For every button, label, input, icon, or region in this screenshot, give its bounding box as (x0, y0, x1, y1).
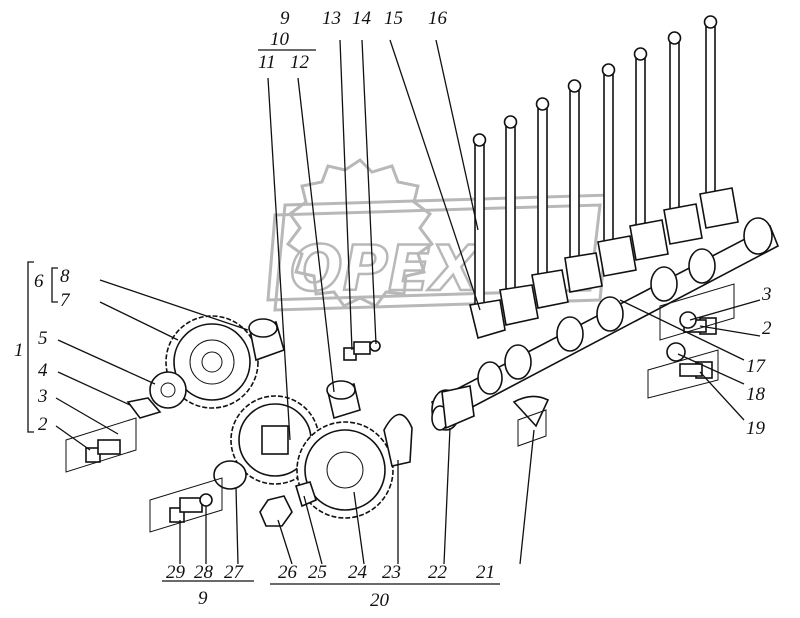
callout-9-bottom: 9 (198, 588, 208, 609)
group-2-3-outline (65, 417, 137, 473)
callout-14: 14 (352, 8, 372, 29)
callout-3-right: 3 (761, 284, 772, 305)
washer-27 (213, 460, 247, 490)
callout-25: 25 (308, 562, 327, 583)
pushrod-5 (597, 63, 637, 277)
callout-23: 23 (382, 562, 401, 583)
bolt-2-left (85, 439, 121, 463)
callouts: 1 6 8 7 5 4 3 2 9 10 11 12 13 14 15 16 3… (14, 8, 772, 611)
callout-16: 16 (428, 8, 448, 29)
bolt-19 (679, 361, 713, 379)
group-27-29-outline (149, 477, 223, 533)
bolt-13 (343, 341, 371, 361)
callout-1: 1 (14, 340, 24, 361)
watermark-plate-icon (273, 193, 612, 312)
bushing-8 (248, 318, 285, 362)
lock-plate-4 (126, 397, 162, 419)
pushrod-2 (499, 115, 539, 326)
gear-7 (165, 315, 259, 409)
pushrod-6 (629, 47, 669, 261)
callout-22: 22 (428, 562, 448, 583)
plate-5 (149, 371, 187, 409)
callout-19: 19 (746, 418, 766, 439)
woodruff-key (512, 395, 550, 428)
washer-14 (369, 340, 381, 352)
camshaft-end-journal (743, 217, 773, 255)
pushrod-7 (663, 31, 703, 245)
nut-26 (259, 495, 293, 527)
callout-24: 24 (348, 562, 368, 583)
bracket-6 (51, 267, 58, 303)
callout-27: 27 (224, 562, 245, 583)
thrust-flange (441, 385, 475, 430)
flange-23 (383, 413, 413, 467)
bushing-12 (326, 380, 361, 420)
callout-2-left: 2 (38, 414, 48, 435)
callout-15: 15 (384, 8, 403, 29)
callout-7: 7 (60, 290, 71, 311)
callout-11: 11 (258, 52, 276, 73)
callout-5: 5 (38, 328, 48, 349)
bolt-29 (169, 497, 203, 523)
watermark: OPEX (266, 158, 612, 312)
group-2-3-right-outline (659, 283, 735, 341)
callout-21: 21 (476, 562, 495, 583)
callout-18: 18 (746, 384, 766, 405)
callout-9-top: 9 (280, 8, 290, 29)
callout-13: 13 (322, 8, 341, 29)
group-brackets (27, 49, 500, 585)
callout-29: 29 (166, 562, 186, 583)
pushrod-3 (531, 97, 569, 309)
camshaft-gear-24 (296, 421, 394, 519)
group-18-19-outline (647, 349, 719, 399)
pushrod-1 (469, 133, 506, 340)
washer-28 (199, 493, 213, 507)
callout-2-right: 2 (762, 318, 772, 339)
watermark-text: OPEX (290, 232, 481, 305)
washer-18 (666, 342, 686, 362)
callout-17: 17 (746, 356, 767, 377)
pushrod-8 (699, 15, 739, 229)
callout-28: 28 (194, 562, 214, 583)
intermediate-gear (230, 395, 320, 485)
callout-10: 10 (270, 29, 290, 50)
callout-12: 12 (290, 52, 310, 73)
washer-3-right (679, 311, 697, 329)
pushrods (469, 15, 739, 340)
callout-26: 26 (278, 562, 298, 583)
group-21-outline (517, 409, 547, 447)
leader-lines (55, 39, 761, 565)
washer-25 (295, 481, 317, 508)
callout-3-left: 3 (37, 386, 48, 407)
callout-8: 8 (60, 266, 70, 287)
camshaft (431, 217, 780, 431)
callout-6: 6 (34, 271, 44, 292)
bracket-1 (27, 261, 34, 433)
callout-4: 4 (38, 360, 48, 381)
pushrod-4 (564, 79, 603, 293)
callout-20: 20 (370, 590, 390, 611)
